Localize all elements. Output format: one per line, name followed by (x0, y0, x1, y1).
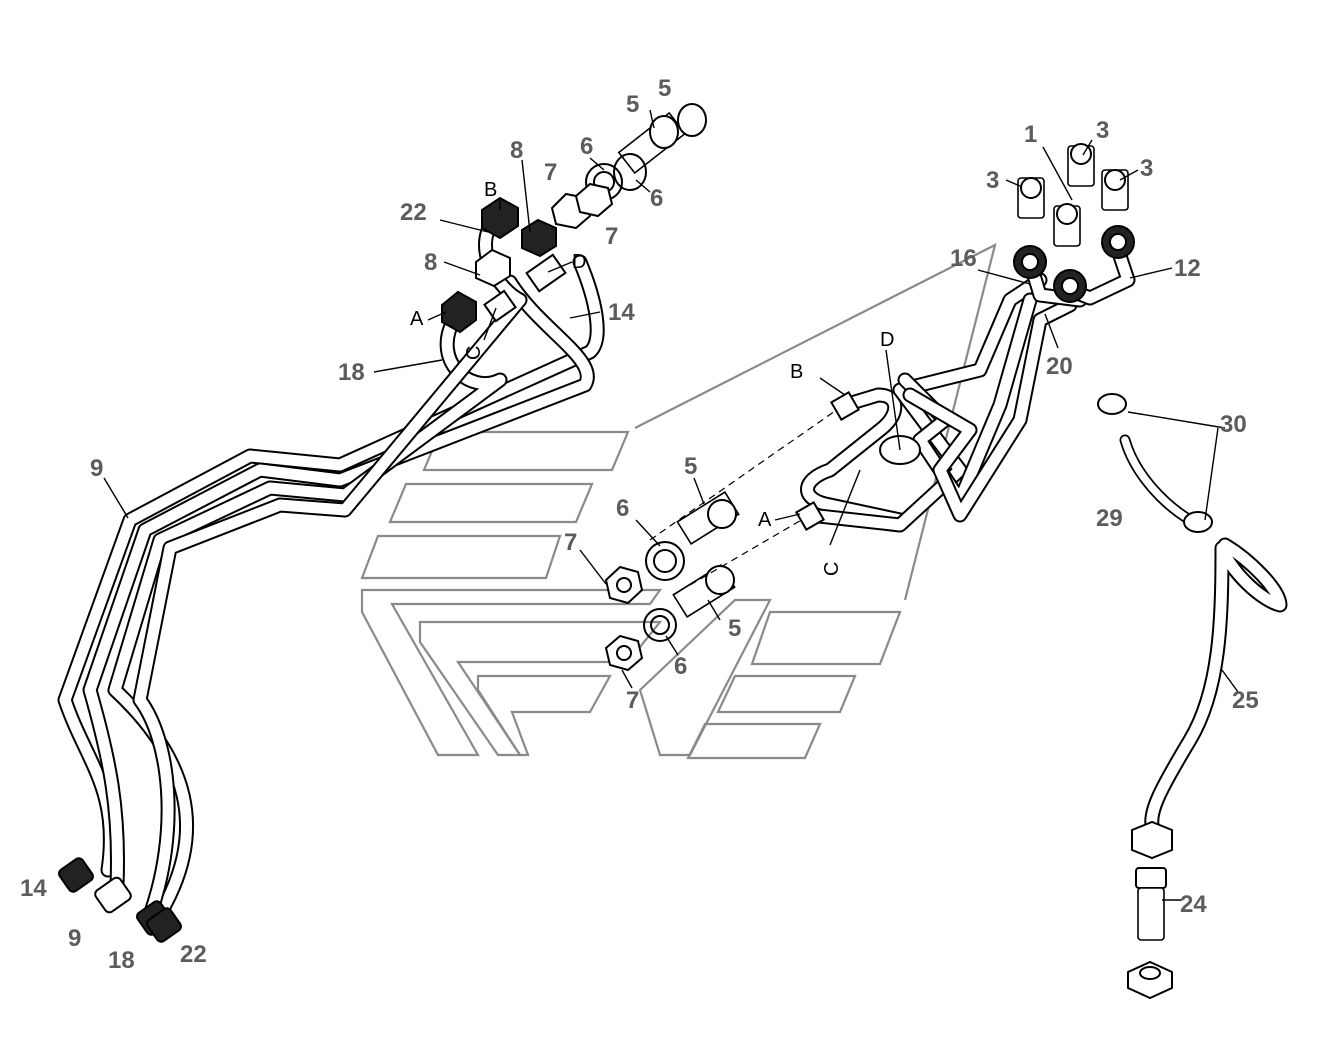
right-hose-assembly (1097, 393, 1288, 1000)
left-pipe-bundle (57, 196, 605, 943)
callout-25: 25 (1232, 687, 1259, 714)
callout-6: 6 (580, 133, 593, 160)
connection-label-a: A (758, 509, 772, 531)
watermark-logo (360, 242, 997, 760)
callout-5: 5 (626, 91, 639, 118)
callout-16: 16 (950, 245, 977, 272)
connection-label-d: D (880, 329, 894, 351)
callout-1: 1 (1024, 121, 1037, 148)
callout-6: 6 (616, 495, 629, 522)
callout-8: 8 (424, 249, 437, 276)
middle-loop-assembly (794, 272, 1078, 533)
connection-letters: A B C D A B C D (410, 179, 894, 576)
callout-5: 5 (728, 615, 741, 642)
callout-18: 18 (108, 947, 135, 974)
callout-6: 6 (674, 653, 687, 680)
callout-24: 24 (1180, 891, 1207, 918)
callout-9: 9 (90, 455, 103, 482)
callout-3: 3 (1140, 155, 1153, 182)
callout-5: 5 (658, 75, 671, 102)
callout-29: 29 (1096, 505, 1123, 532)
connection-label-b: B (790, 361, 803, 383)
callout-8: 8 (510, 137, 523, 164)
callout-3: 3 (986, 167, 999, 194)
callout-numbers: 1 3 3 3 5 5 5 5 6 6 6 6 7 7 7 7 8 8 9 9 … (20, 75, 1259, 974)
callout-22: 22 (180, 941, 207, 968)
callout-3: 3 (1096, 117, 1109, 144)
callout-14: 14 (608, 299, 635, 326)
connection-label-a: A (410, 308, 424, 330)
upper-fittings-group (550, 103, 707, 230)
callout-7: 7 (544, 159, 557, 186)
connection-label-b: B (484, 179, 497, 201)
callout-20: 20 (1046, 353, 1073, 380)
callout-6: 6 (650, 185, 663, 212)
middle-fittings-group (604, 401, 849, 672)
callout-30: 30 (1220, 411, 1247, 438)
callout-12: 12 (1174, 255, 1201, 282)
connection-label-c: C (821, 562, 843, 576)
callout-9: 9 (68, 925, 81, 952)
callout-22: 22 (400, 199, 427, 226)
callout-7: 7 (564, 529, 577, 556)
callout-5: 5 (684, 453, 697, 480)
callout-7: 7 (605, 223, 618, 250)
connection-label-d: D (572, 251, 586, 273)
connection-label-c: C (463, 346, 485, 360)
callout-14: 14 (20, 875, 47, 902)
leader-lines (103, 109, 1239, 901)
top-right-fittings (1013, 143, 1136, 308)
callout-7: 7 (626, 687, 639, 714)
callout-18: 18 (338, 359, 365, 386)
